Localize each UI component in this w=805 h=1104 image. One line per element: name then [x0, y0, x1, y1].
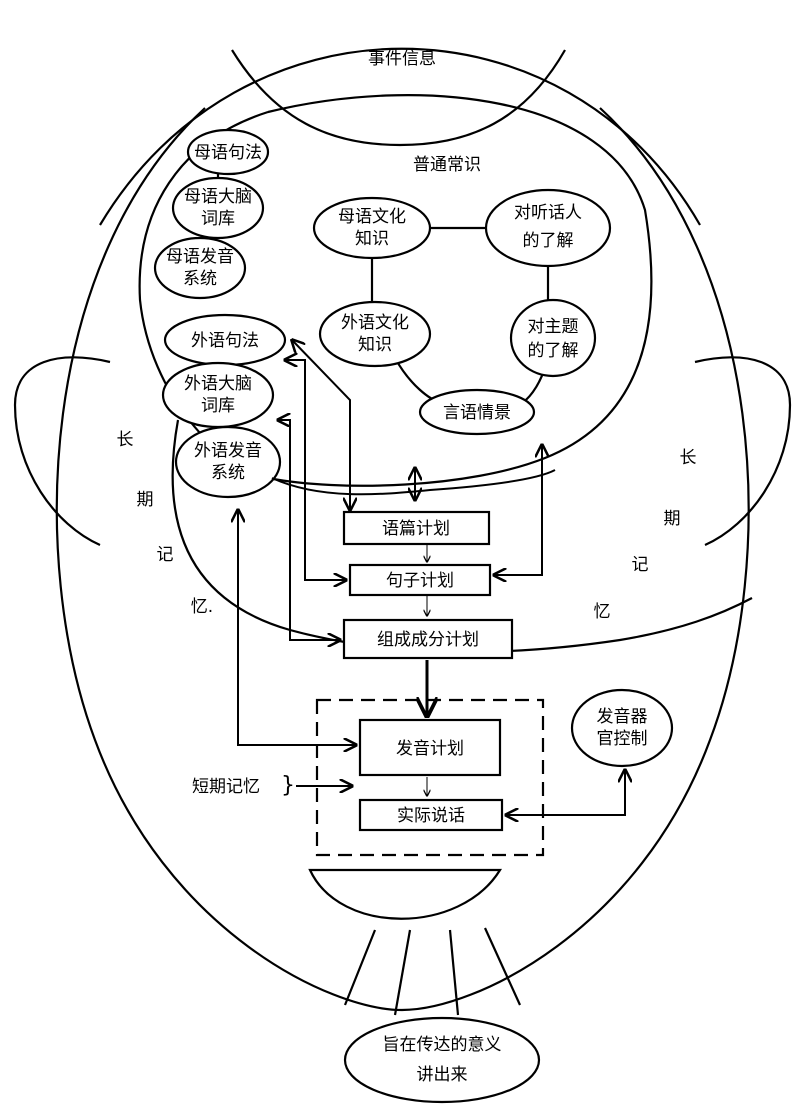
right-ear: [695, 357, 790, 545]
ltm-right-1: 长: [680, 448, 697, 468]
ltm-right-4: 忆: [594, 602, 611, 622]
output-node: [345, 1018, 539, 1102]
native-culture-label-1: 母语文化: [338, 207, 406, 227]
native-phonology-label-2: 系统: [183, 269, 217, 289]
topic-knowledge-label-1: 对主题: [528, 317, 579, 337]
short-term-memory-label: 短期记忆: [192, 777, 260, 797]
output-label-2: 讲出来: [417, 1065, 468, 1085]
phonetic-plan-label: 发音计划: [396, 739, 464, 759]
articulator-control-label-2: 官控制: [597, 729, 648, 749]
foreign-lexicon-label-2: 词库: [201, 396, 235, 416]
native-lexicon-label-1: 母语大脑: [184, 187, 252, 207]
short-term-memory-brace: }: [281, 773, 295, 798]
actual-speech-label: 实际说话: [397, 806, 465, 826]
sentence-plan-label: 句子计划: [386, 571, 454, 591]
speech-situation-label: 言语情景: [443, 403, 511, 423]
listener-knowledge-node: [486, 190, 610, 266]
discourse-plan-label: 语篇计划: [382, 519, 450, 539]
foreign-phonology-label-2: 系统: [211, 463, 245, 483]
ray-1: [345, 930, 375, 1005]
constituent-plan-label: 组成成分计划: [377, 630, 479, 650]
foreign-phonology-label-1: 外语发音: [194, 441, 262, 461]
ltm-right-3: 记: [632, 555, 649, 575]
foreign-culture-node: [320, 302, 430, 366]
ltm-left-4: 忆.: [191, 597, 213, 617]
listener-knowledge-label-2: 的了解: [523, 231, 574, 251]
ltm-left-3: 记: [157, 545, 174, 565]
ltm-right-2: 期: [664, 509, 681, 529]
ray-4: [485, 928, 520, 1005]
event-info-label: 事件信息: [368, 49, 436, 69]
general-knowledge-label: 普通常识: [413, 155, 481, 175]
foreign-phonology-node: [176, 427, 280, 497]
topic-knowledge-label-2: 的了解: [528, 341, 579, 361]
output-label-1: 旨在传达的意义: [383, 1035, 502, 1055]
listener-knowledge-label-1: 对听话人: [514, 203, 582, 223]
foreign-culture-label-1: 外语文化: [341, 313, 409, 333]
native-culture-label-2: 知识: [355, 229, 389, 249]
mouth: [310, 870, 500, 919]
left-ear: [15, 357, 110, 545]
native-lexicon-label-2: 词库: [201, 209, 235, 229]
topic-knowledge-node: [511, 300, 595, 376]
articulator-control-label-1: 发音器: [597, 707, 648, 727]
ltm-left-1: 长: [117, 430, 134, 450]
native-syntax-label: 母语句法: [194, 143, 262, 163]
articulator-control-node: [572, 690, 672, 766]
foreign-lexicon-label-1: 外语大脑: [184, 374, 252, 394]
foreign-syntax-label: 外语句法: [191, 331, 259, 351]
ltm-left-2: 期: [137, 490, 154, 510]
foreign-culture-label-2: 知识: [358, 335, 392, 355]
native-phonology-label-1: 母语发音: [166, 247, 234, 267]
ray-2: [395, 930, 410, 1015]
foreign-lexicon-node: [163, 363, 273, 427]
